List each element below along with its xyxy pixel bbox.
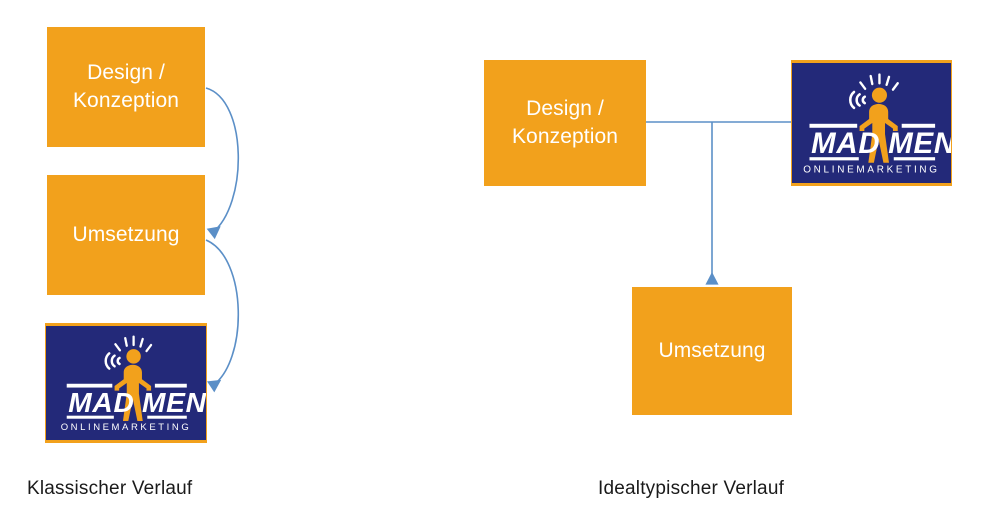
right-node-umsetzung[interactable]: Umsetzung — [632, 287, 792, 415]
caption-left-flow: Klassischer Verlauf — [27, 478, 193, 499]
left-node-design-konzeption[interactable]: Design / Konzeption — [47, 27, 205, 147]
left-node-umsetzung-label: Umsetzung — [72, 223, 180, 247]
edge-left-design-to-umsetzung — [205, 87, 240, 240]
svg-text:ONLINEMARKETING: ONLINEMARKETING — [803, 164, 939, 175]
right-node-design-konzeption[interactable]: Design / Konzeption — [484, 60, 646, 186]
madmen-logo-icon: MAD MEN ONLINEMARKETING — [50, 326, 206, 440]
right-node-umsetzung-label: Umsetzung — [658, 339, 766, 363]
left-node-design-label: Design / Konzeption — [72, 61, 180, 112]
right-node-madmen-logo[interactable]: MAD MEN ONLINEMARKETING — [791, 60, 952, 186]
right-node-design-label: Design / Konzeption — [511, 97, 619, 148]
svg-text:MAD: MAD — [811, 127, 880, 160]
left-node-umsetzung[interactable]: Umsetzung — [47, 175, 205, 295]
caption-right-flow: Idealtypischer Verlauf — [598, 478, 785, 499]
left-node-madmen-logo[interactable]: MAD MEN ONLINEMARKETING — [45, 323, 207, 443]
svg-text:MEN: MEN — [888, 127, 951, 160]
svg-text:MAD: MAD — [68, 387, 134, 418]
svg-text:MEN: MEN — [142, 387, 206, 418]
edge-left-umsetzung-to-logo — [205, 239, 240, 393]
madmen-logo-icon: MAD MEN ONLINEMARKETING — [792, 63, 951, 183]
svg-text:ONLINEMARKETING: ONLINEMARKETING — [61, 422, 192, 433]
